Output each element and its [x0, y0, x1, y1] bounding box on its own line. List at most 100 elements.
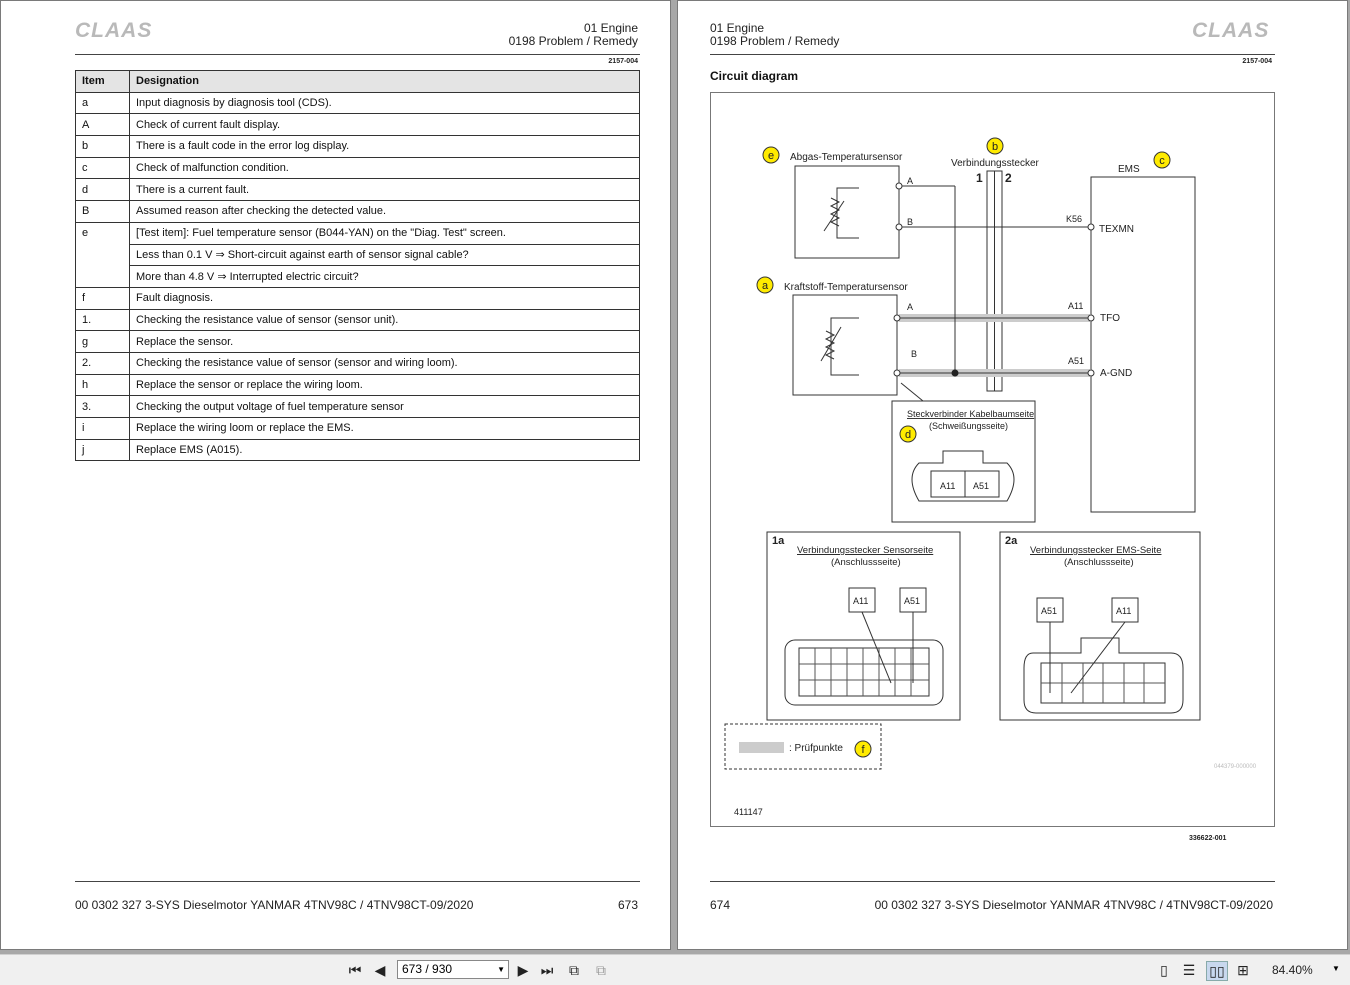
- header-section: 0198 Problem / Remedy: [710, 34, 840, 48]
- doc-code: 2157-004: [1242, 58, 1272, 65]
- continuous-facing-icon[interactable]: ⊞: [1237, 962, 1249, 978]
- legend-label: : Prüfpunkte: [789, 743, 843, 754]
- row-item: [75, 265, 130, 288]
- box-1a-pin-a51: A51: [904, 596, 920, 606]
- box-2a-title: Verbindungsstecker EMS-Seite: [1030, 545, 1161, 556]
- box-1a-label: 1a: [772, 535, 785, 547]
- svg-text:e: e: [768, 150, 774, 162]
- terminal: [1087, 369, 1095, 377]
- page-number-field[interactable]: 673 / 930 ▼: [397, 960, 509, 979]
- header-section: 0198 Problem / Remedy: [508, 34, 638, 48]
- row-item: j: [75, 438, 130, 462]
- row-item: 3.: [75, 395, 130, 418]
- claas-logo: CLAAS: [1192, 19, 1270, 42]
- page-number: 674: [710, 898, 731, 912]
- box-1a-pin-a11: A11: [853, 596, 868, 606]
- page-number: 673: [617, 898, 638, 912]
- next-page-icon[interactable]: ▶: [517, 962, 529, 978]
- row-item: B: [75, 200, 130, 223]
- plug-subtitle: (Schweißungsseite): [929, 421, 1008, 431]
- zoom-level[interactable]: 84.40%: [1272, 963, 1313, 977]
- single-page-icon[interactable]: ▯: [1160, 962, 1168, 978]
- fuel-pin-a: A: [907, 302, 913, 312]
- ems-signal-agnd: A-GND: [1100, 368, 1132, 379]
- box-1a-subtitle: (Anschlussseite): [831, 557, 901, 568]
- footer-rule: [710, 881, 1275, 882]
- figure-code: 336622-001: [1189, 835, 1227, 842]
- continuous-icon[interactable]: ☰: [1182, 962, 1196, 978]
- ems-pin-a51: A51: [1068, 356, 1084, 366]
- terminal: [1087, 223, 1095, 231]
- exhaust-sensor-box: [794, 165, 900, 259]
- row-item: e: [75, 221, 130, 244]
- previous-view-icon[interactable]: ⧉: [569, 962, 579, 978]
- box-1a-title: Verbindungsstecker Sensorseite: [797, 545, 933, 556]
- row-item: b: [75, 135, 130, 158]
- exhaust-resistor-icon: [829, 197, 841, 227]
- fuel-sensor-box: [792, 294, 898, 396]
- chevron-down-icon[interactable]: ▼: [497, 965, 505, 974]
- page-number-value: 673 / 930: [402, 962, 453, 976]
- exhaust-ntc-arrow: [823, 200, 845, 232]
- row-designation: Replace the sensor or replace the wiring…: [129, 373, 640, 397]
- figure-number: 411147: [734, 807, 763, 817]
- row-designation: Replace the wiring loom or replace the E…: [129, 417, 640, 440]
- claas-logo: CLAAS: [75, 19, 153, 42]
- row-designation: More than 4.8 V ⇒ Interrupted electric c…: [129, 265, 640, 288]
- table-row: 1.Checking the resistance value of senso…: [75, 308, 640, 332]
- callout-c: c: [1153, 151, 1171, 169]
- footer-doc-title: 00 0302 327 3-SYS Dieselmotor YANMAR 4TN…: [75, 898, 474, 912]
- row-item: i: [75, 417, 130, 440]
- circuit-diagram: e b c a Abgas-Temperatursensor Verbindun…: [710, 92, 1275, 827]
- row-item: [75, 244, 130, 266]
- exhaust-pin-b: B: [907, 217, 913, 227]
- fuel-ntc-arrow: [820, 326, 842, 362]
- header-chapter: 01 Engine: [710, 21, 765, 35]
- page-header: 01 Engine 0198 Problem / Remedy: [710, 22, 839, 48]
- row-designation: Checking the resistance value of sensor …: [129, 351, 640, 375]
- box-1a-pin-tag: [848, 587, 876, 613]
- legend-swatch: [739, 742, 784, 753]
- fuel-sensor-element: [830, 317, 859, 376]
- row-item: f: [75, 286, 130, 310]
- exhaust-sensor-label: Abgas-Temperatursensor: [790, 152, 903, 163]
- box-1a-pin-tag: [899, 587, 927, 613]
- last-page-icon[interactable]: ⏭: [540, 962, 554, 978]
- table-row: 2.Checking the resistance value of senso…: [75, 351, 640, 375]
- plug-leader-line: [900, 382, 924, 402]
- col-header-designation: Designation: [129, 70, 640, 93]
- fuel-sensor-label: Kraftstoff-Temperatursensor: [784, 282, 908, 293]
- ems-signal-texmn: TEXMN: [1099, 224, 1134, 235]
- first-page-icon[interactable]: ⏮: [348, 962, 362, 978]
- row-designation: Input diagnosis by diagnosis tool (CDS).: [129, 91, 640, 115]
- header-chapter: 01 Engine: [583, 21, 638, 35]
- table-row: 3.Checking the output voltage of fuel te…: [75, 395, 640, 418]
- prev-page-icon[interactable]: ◀: [374, 962, 386, 978]
- table-row: More than 4.8 V ⇒ Interrupted electric c…: [75, 265, 640, 288]
- row-item: d: [75, 178, 130, 202]
- legend-box: [724, 723, 882, 770]
- chevron-down-icon[interactable]: ▼: [1332, 964, 1340, 973]
- facing-icon[interactable]: ▯▯: [1206, 961, 1228, 981]
- plug-title: Steckverbinder Kabelbaumseite: [907, 409, 1034, 419]
- header-rule: [75, 54, 640, 55]
- junction-dot: [951, 369, 959, 377]
- connector-pin2-label: 2: [1005, 171, 1012, 185]
- row-designation: Checking the output voltage of fuel temp…: [129, 395, 640, 418]
- row-designation: Replace the sensor.: [129, 330, 640, 353]
- row-item: 1.: [75, 308, 130, 332]
- next-view-icon[interactable]: ⧉: [596, 962, 606, 978]
- footer-doc-title: 00 0302 327 3-SYS Dieselmotor YANMAR 4TN…: [874, 898, 1273, 912]
- svg-text:d: d: [905, 429, 911, 441]
- viewer-toolbar: ⏮ ◀ 673 / 930 ▼ ▶ ⏭ ⧉ ⧉ ▯ ☰ ▯▯ ⊞ 84.40% …: [0, 954, 1350, 985]
